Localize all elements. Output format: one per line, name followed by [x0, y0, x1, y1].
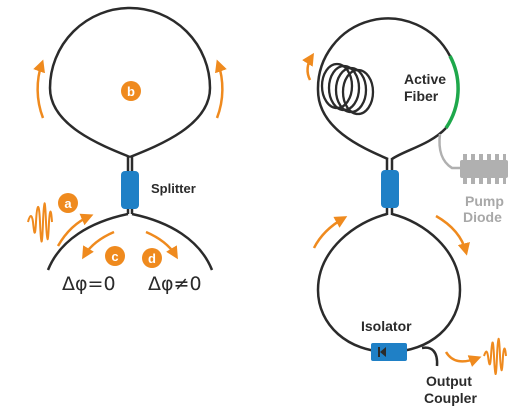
- output-coupler-label-line1: Output: [426, 373, 472, 389]
- pump-diode: [460, 154, 508, 184]
- output-fiber: [421, 346, 439, 367]
- svg-text:a: a: [64, 196, 72, 211]
- pump-fiber: [438, 133, 462, 170]
- arrow-ccw-left: [33, 59, 45, 119]
- input-pulse-icon: [27, 202, 53, 243]
- active-fiber-label-line1: Active: [404, 71, 446, 87]
- pump-label-line1: Pump: [465, 193, 504, 209]
- badge-a: a: [58, 193, 78, 213]
- arrow-upper-left: [302, 52, 314, 81]
- output-coupler-label-line2: Coupler: [424, 390, 477, 406]
- sagnac-loop: [48, 6, 212, 159]
- isolator-label: Isolator: [361, 318, 412, 334]
- phase-zero-label: Δφ=0: [62, 273, 116, 295]
- arrow-lower-right: [435, 214, 470, 256]
- badge-c: c: [105, 246, 125, 266]
- svg-text:b: b: [127, 84, 135, 99]
- diode-icon: [378, 347, 386, 357]
- splitter-label: Splitter: [151, 181, 196, 196]
- phase-nonzero-label: Δφ≠0: [148, 273, 202, 295]
- badge-b: b: [121, 81, 141, 101]
- active-fiber-segment: [444, 55, 460, 129]
- output-arrow: [444, 351, 482, 367]
- input-arrow: [56, 213, 94, 247]
- sagnac-panel: Splitter b a c d Δφ=0 Δφ≠0: [27, 6, 227, 295]
- arrow-lower-left: [312, 216, 348, 249]
- upper-loop-return: [391, 127, 447, 161]
- port-arc: [46, 212, 214, 271]
- coupler: [381, 170, 399, 208]
- fiber-coil: [320, 62, 375, 116]
- upper-loop: [316, 17, 452, 161]
- isolator: [371, 343, 407, 361]
- active-fiber-label-line2: Fiber: [404, 88, 439, 104]
- output-arrow-d: [145, 230, 178, 260]
- splitter: [121, 171, 139, 209]
- svg-text:c: c: [111, 249, 118, 264]
- output-arrow-c: [82, 230, 115, 260]
- fiber-laser-panel: Active Fiber Pump Diode: [302, 17, 508, 406]
- arrow-cw-right: [215, 59, 227, 119]
- output-pulse-icon: [483, 337, 507, 375]
- pump-label-line2: Diode: [463, 209, 502, 225]
- badge-d: d: [142, 248, 162, 268]
- svg-text:d: d: [148, 251, 156, 266]
